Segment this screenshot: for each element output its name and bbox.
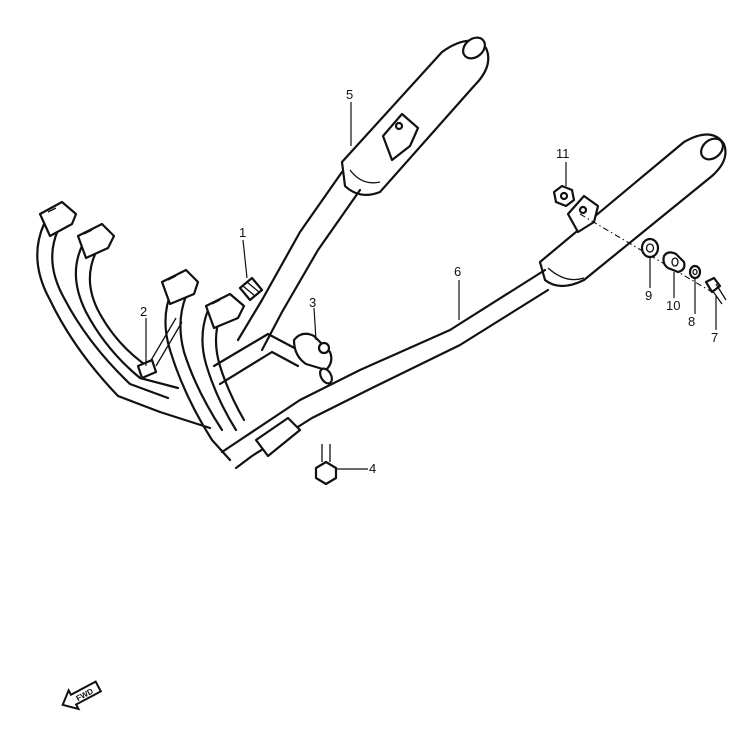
part-7-bolt[interactable]	[704, 276, 727, 305]
callout-8: 8	[688, 314, 695, 329]
callout-11: 11	[556, 146, 570, 161]
part-9-cushion[interactable]	[640, 237, 660, 259]
part-1-gasket[interactable]	[238, 276, 264, 302]
callout-7: 7	[711, 330, 718, 345]
part-10-spacer[interactable]	[662, 251, 686, 274]
part-3-clamp[interactable]	[292, 332, 334, 386]
callout-4: 4	[369, 461, 376, 476]
part-8-washer[interactable]	[688, 264, 702, 280]
callout-10: 10	[666, 298, 680, 313]
callout-5: 5	[346, 87, 353, 102]
forward-arrow-icon: FWD	[61, 680, 103, 711]
callout-6: 6	[454, 264, 461, 279]
callout-leaders	[145, 102, 717, 470]
callout-3: 3	[309, 295, 316, 310]
callout-2: 2	[140, 304, 147, 319]
callout-1: 1	[239, 225, 246, 240]
callout-9: 9	[645, 288, 652, 303]
exhaust-header-pipes[interactable]	[36, 170, 550, 470]
part-11-nut[interactable]	[552, 184, 576, 208]
part-2-bolt[interactable]	[136, 317, 183, 380]
muffler-left[interactable]	[340, 33, 490, 197]
part-4-bolt[interactable]	[314, 444, 338, 486]
muffler-right[interactable]	[538, 133, 727, 288]
